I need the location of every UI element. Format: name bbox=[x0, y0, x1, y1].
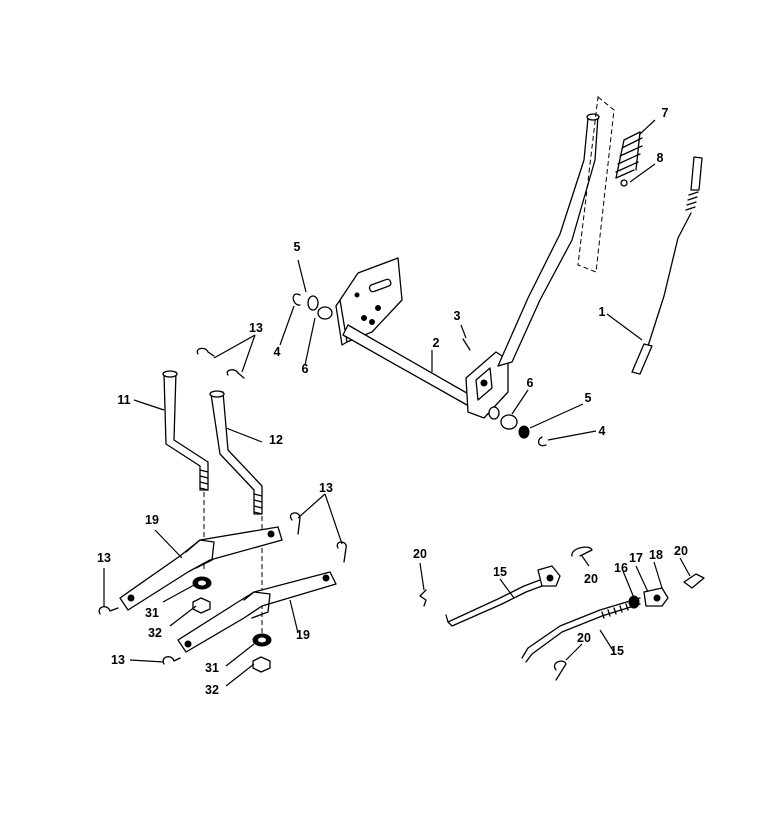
callout-8: 8 bbox=[657, 151, 664, 165]
lift-handle bbox=[497, 115, 599, 367]
callout-4-left: 4 bbox=[274, 345, 281, 359]
adjust-link-lower bbox=[521, 587, 669, 663]
handle-grip-outline bbox=[577, 96, 615, 273]
callout-13-left: 13 bbox=[97, 551, 111, 565]
clip-right bbox=[537, 436, 547, 447]
roll-pin bbox=[462, 338, 471, 351]
lift-link-11 bbox=[163, 371, 209, 491]
callout-13-right: 13 bbox=[319, 481, 333, 495]
callout-6-left: 6 bbox=[302, 362, 309, 376]
callout-31-upper: 31 bbox=[145, 606, 159, 620]
callout-5-right: 5 bbox=[585, 391, 592, 405]
bushing-right bbox=[500, 414, 518, 430]
callout-20-mid: 20 bbox=[584, 572, 598, 586]
lift-link-12 bbox=[210, 391, 263, 515]
callout-15-lower: 15 bbox=[610, 644, 624, 658]
lift-arm-upper bbox=[119, 526, 283, 611]
callout-18: 18 bbox=[649, 548, 663, 562]
clip-20-top bbox=[571, 546, 593, 557]
callout-7: 7 bbox=[662, 106, 669, 120]
lift-cable bbox=[631, 156, 703, 375]
washer-right bbox=[518, 425, 530, 439]
clip-left bbox=[292, 293, 301, 306]
lift-shaft-assembly bbox=[292, 96, 615, 447]
callout-6-right: 6 bbox=[527, 376, 534, 390]
clip-20-right bbox=[683, 573, 705, 589]
callout-5-left: 5 bbox=[294, 240, 301, 254]
callout-16: 16 bbox=[614, 561, 628, 575]
bushing-left bbox=[307, 295, 319, 311]
hairpin-clip-left bbox=[98, 606, 119, 615]
callout-17: 17 bbox=[629, 551, 643, 565]
callout-20-right: 20 bbox=[674, 544, 688, 558]
clip-20-left bbox=[419, 589, 427, 607]
callout-32-upper: 32 bbox=[148, 626, 162, 640]
handle-bracket bbox=[465, 351, 509, 419]
washer-left bbox=[317, 306, 333, 320]
hairpin-clip-top bbox=[196, 347, 215, 357]
callout-labels: 7 8 1 2 3 5 4 6 13 11 12 6 5 4 13 19 13 … bbox=[97, 106, 688, 697]
callout-2: 2 bbox=[433, 336, 440, 350]
callout-4-right: 4 bbox=[599, 424, 606, 438]
clip-20-bottom bbox=[553, 660, 567, 681]
adjust-link-upper bbox=[445, 565, 561, 627]
callout-20-bottom: 20 bbox=[577, 631, 591, 645]
callout-1: 1 bbox=[599, 305, 606, 319]
callout-3: 3 bbox=[454, 309, 461, 323]
callout-20-left: 20 bbox=[413, 547, 427, 561]
callout-11: 11 bbox=[117, 393, 130, 407]
callout-13-top: 13 bbox=[249, 321, 263, 335]
lift-shaft bbox=[342, 324, 473, 406]
lift-arm-lower bbox=[177, 571, 337, 653]
callout-31-lower: 31 bbox=[205, 661, 219, 675]
callout-13-bottom: 13 bbox=[111, 653, 125, 667]
callout-19-lower: 19 bbox=[296, 628, 310, 642]
callout-15-upper: 15 bbox=[493, 565, 507, 579]
leader-lines bbox=[103, 119, 691, 687]
callout-12: 12 bbox=[269, 433, 283, 447]
callout-19-upper: 19 bbox=[145, 513, 159, 527]
hairpin-clip-right bbox=[289, 512, 301, 535]
callout-32-lower: 32 bbox=[205, 683, 219, 697]
spring-assembly bbox=[615, 131, 643, 187]
